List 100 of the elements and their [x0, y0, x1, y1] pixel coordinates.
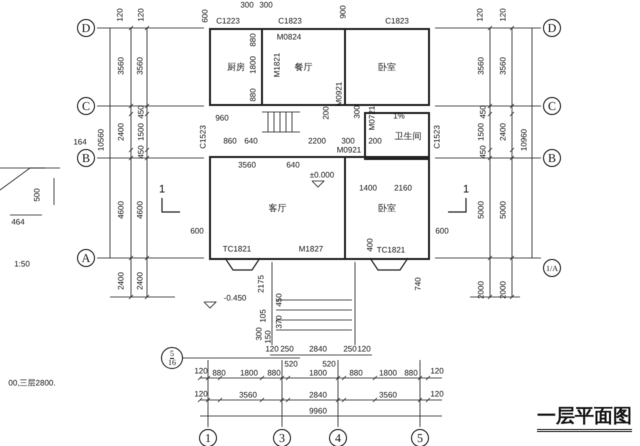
- dimension-text: 120: [194, 366, 208, 376]
- dimension-text: 464: [11, 218, 25, 226]
- dimension-text: 640: [244, 136, 258, 146]
- dimension-text: 500: [32, 188, 42, 202]
- scale-text: 1:50: [14, 260, 30, 268]
- dimension-text: 880: [248, 33, 258, 47]
- dimension-text: 2160: [394, 184, 412, 192]
- dimension-text: 880: [267, 368, 281, 378]
- dimension-text: 740: [414, 277, 422, 291]
- dimension-text: 960: [215, 114, 229, 122]
- dimension-text: 600: [190, 226, 204, 236]
- sheet-number: 16: [168, 358, 176, 366]
- door-code: M1821: [272, 52, 282, 78]
- window-code: C1823: [278, 16, 302, 26]
- section-mark: 1: [462, 186, 470, 194]
- dimension-text: 120: [498, 8, 508, 22]
- door-code: M0824: [276, 32, 302, 42]
- dimension-text: 880: [212, 368, 226, 378]
- dimension-text: 4600: [136, 201, 144, 219]
- dimension-text: 1500: [476, 123, 486, 141]
- dimension-text: 10560: [96, 128, 106, 152]
- dimension-text: 120: [430, 366, 444, 376]
- dimension-text: 450: [478, 145, 488, 159]
- dimension-text: 120: [116, 8, 124, 22]
- dimension-text: 450: [136, 105, 146, 119]
- door-code: M1827: [298, 244, 324, 254]
- dimension-text: 2000: [476, 281, 486, 299]
- room-name: 餐厅: [294, 60, 312, 74]
- room-name: 卧室: [378, 202, 396, 214]
- dimension-text: 520: [284, 360, 298, 368]
- dimension-text: 200: [322, 106, 330, 120]
- dimension-text: 3560: [476, 57, 486, 75]
- dimension-text: 600: [200, 9, 210, 23]
- dimension-text: 120: [476, 8, 484, 22]
- dimension-text: 3560: [498, 57, 508, 75]
- dimension-text: 1800: [379, 368, 397, 378]
- elevation-text: -0.450: [224, 294, 246, 302]
- dimension-text: 250: [343, 344, 357, 354]
- dimension-text: 300: [240, 0, 254, 10]
- dimension-text: 120: [430, 390, 444, 398]
- dimension-text: 105: [258, 309, 268, 323]
- dimension-text: 10960: [520, 128, 528, 152]
- dimension-text: 1800: [309, 368, 327, 378]
- dimension-text: 2175: [256, 275, 266, 293]
- dimension-text: 1500: [136, 123, 146, 141]
- dimension-text: 120: [194, 390, 208, 398]
- dimension-text: 300: [352, 105, 362, 119]
- dimension-text: 880: [404, 368, 418, 378]
- dimension-text: 2400: [116, 272, 126, 290]
- section-mark: 1: [158, 186, 166, 194]
- door-code: M0921: [336, 146, 362, 154]
- dimension-text: 2840: [309, 390, 327, 400]
- room-name: 厨房: [227, 60, 245, 74]
- dimension-text: 2400: [498, 123, 508, 141]
- dimension-text: 2400: [116, 123, 126, 141]
- slope-text: 1%: [393, 112, 405, 120]
- dimension-text: 880: [248, 88, 258, 102]
- dimension-text: 2000: [498, 281, 508, 299]
- dimension-text: 200: [368, 136, 382, 146]
- dimension-text: 300: [259, 0, 273, 10]
- dimension-text: 120: [136, 8, 146, 22]
- room-name: 卧室: [378, 60, 396, 74]
- dimension-text: 400: [366, 238, 374, 252]
- room-name: 客厅: [268, 202, 286, 214]
- dimension-text: 120: [357, 344, 371, 354]
- dimension-text: 300: [254, 327, 264, 341]
- dimension-text: 300: [341, 136, 355, 146]
- dimension-text: 3560: [116, 57, 126, 75]
- dimension-text: 5000: [498, 201, 508, 219]
- window-code: TC1821: [376, 246, 406, 254]
- dimension-text: 1400: [359, 184, 377, 192]
- window-code: C1223: [216, 16, 240, 26]
- dimension-text: 370: [274, 315, 284, 329]
- dimension-text: 880: [349, 368, 363, 378]
- room-name: 卫生间: [394, 130, 422, 142]
- dimension-text: 600: [435, 226, 449, 236]
- window-code: TC1821: [222, 244, 252, 254]
- dimension-text: 3560: [238, 160, 256, 170]
- dimension-text: 900: [338, 5, 348, 19]
- dimension-text: 1800: [240, 368, 258, 378]
- dimension-text: 150: [264, 330, 272, 344]
- dimension-text: 5000: [476, 201, 486, 219]
- dimension-text: 520: [322, 360, 336, 368]
- window-code: C1823: [385, 16, 409, 26]
- dimension-text: 3560: [239, 390, 257, 400]
- dimension-text: 4600: [116, 201, 126, 219]
- dimension-text: 1800: [248, 56, 258, 74]
- dimension-text: 2840: [309, 344, 327, 354]
- elevation-text: ±0.000: [310, 170, 334, 180]
- note-text: 00,三层2800.: [8, 378, 56, 388]
- window-code: C1523: [432, 125, 442, 149]
- dimension-text: 3560: [379, 390, 397, 400]
- dimension-text: 9960: [309, 406, 327, 416]
- dimension-text: 164: [73, 138, 87, 146]
- dimension-text: 640: [286, 160, 300, 170]
- dimension-text: 860: [223, 136, 237, 146]
- dimension-text: 3560: [136, 57, 144, 75]
- dimension-text: 2400: [136, 272, 144, 290]
- dimension-text: 450: [274, 293, 284, 307]
- dimension-text: 450: [478, 105, 488, 119]
